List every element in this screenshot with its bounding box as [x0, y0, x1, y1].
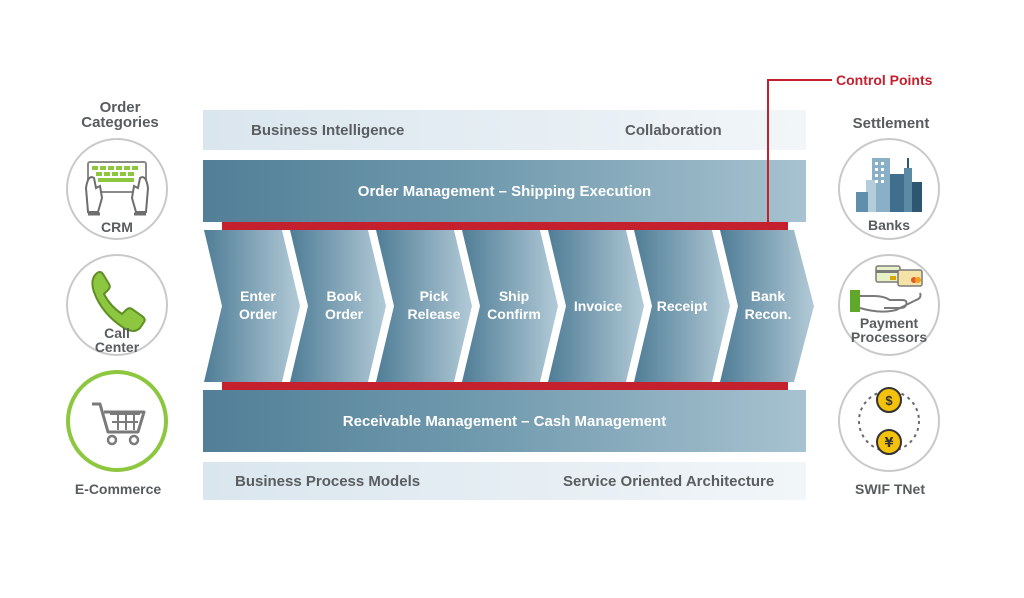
city-buildings-icon: [856, 158, 922, 212]
step-pick-release: Pick Release: [407, 288, 461, 322]
chevron-bank-recon: [720, 230, 814, 382]
step-ship-confirm: Ship Confirm: [487, 288, 541, 322]
service-oriented-architecture-label: Service Oriented Architecture: [563, 473, 775, 490]
swif-tnet-circle[interactable]: $ ¥: [838, 370, 940, 472]
payment-processors-circle[interactable]: Payment Processors: [838, 254, 940, 356]
swif-tnet-label: SWIF TNet: [855, 481, 925, 497]
crm-circle[interactable]: CRM: [66, 138, 168, 240]
svg-text:$: $: [885, 393, 893, 408]
chevron-enter-order: [204, 230, 300, 382]
step-book-order: Book Order: [324, 288, 364, 322]
business-process-models-label: Business Process Models: [235, 473, 421, 490]
step-invoice: Invoice: [573, 298, 623, 314]
payment-processors-label: Payment Processors: [850, 315, 928, 345]
phone-icon: [91, 271, 146, 332]
e-commerce-label: E-Commerce: [74, 481, 162, 497]
hand-card-icon: [850, 265, 923, 313]
settlement-heading: Settlement: [852, 115, 930, 132]
chevron-book-order: [290, 230, 386, 382]
chevron-receipt: [634, 230, 730, 382]
step-receipt: Receipt: [656, 298, 708, 314]
banks-label: Banks: [867, 217, 911, 233]
step-enter-order: Enter Order: [238, 288, 278, 322]
svg-text:¥: ¥: [884, 436, 893, 451]
banks-circle[interactable]: Banks: [838, 138, 940, 240]
e-commerce-circle[interactable]: [66, 370, 168, 472]
step-bank-recon: Bank Recon.: [744, 288, 792, 322]
red-rail-top: [222, 222, 788, 230]
receivable-management-label: Receivable Management – Cash Management: [342, 412, 667, 430]
collaboration-label: Collaboration: [625, 122, 722, 139]
red-rail-bottom: [222, 382, 788, 390]
call-center-label: Call Center: [94, 325, 140, 355]
call-center-circle[interactable]: Call Center: [66, 254, 168, 356]
control-points-leader: [767, 79, 832, 224]
chevron-invoice: [548, 230, 644, 382]
order-management-label: Order Management – Shipping Execution: [357, 182, 652, 200]
crm-label: CRM: [101, 219, 133, 235]
business-intelligence-label: Business Intelligence: [251, 122, 405, 139]
chevron-pick-release: [376, 230, 472, 382]
chevron-ship-confirm: [462, 230, 558, 382]
shopping-cart-icon: [92, 402, 146, 446]
receivable-management-band: Receivable Management – Cash Management: [203, 390, 806, 452]
order-categories-heading: Order Categories: [81, 99, 159, 131]
process-chevrons: [204, 230, 814, 382]
keyboard-hands-icon: [84, 161, 150, 216]
order-management-band: Order Management – Shipping Execution: [203, 160, 806, 222]
bottom-band: Business Process Models Service Oriented…: [203, 462, 806, 500]
currency-exchange-icon: $ ¥: [858, 387, 920, 455]
top-band: Business Intelligence Collaboration: [203, 110, 806, 150]
control-points-label: Control Points: [836, 72, 933, 88]
